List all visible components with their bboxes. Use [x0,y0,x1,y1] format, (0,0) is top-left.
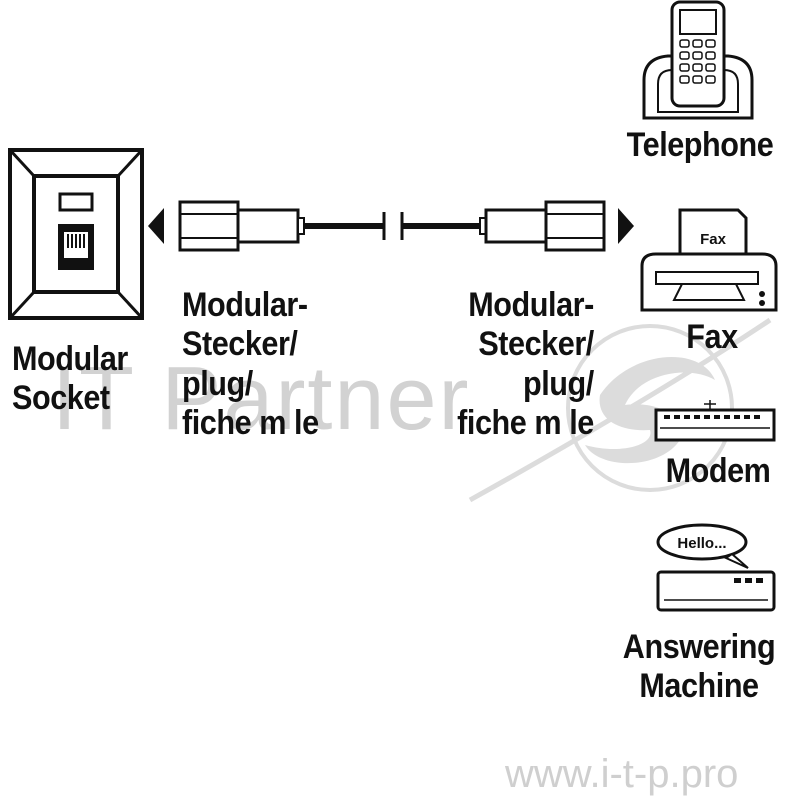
socket-label-line: Socket [12,379,110,418]
left-plug-label: Modular- Stecker/ plug/ fiche m le [182,286,319,444]
telephone-label: Telephone [626,126,774,164]
arrow-left-icon [148,208,164,244]
modem-label: Modem [665,452,771,490]
arrow-right-icon [618,208,634,244]
left-plug-label-line: Modular- [182,286,308,324]
answering-label-line: Machine [639,667,759,706]
fax-paper-label: Fax [700,231,727,248]
fax-icon: Fax [640,208,778,312]
right-plug-icon [479,200,606,252]
answering-machine-icon: Hello... [656,523,776,612]
cable-diagram [148,200,634,252]
left-plug-label-line: Stecker/ [182,325,298,364]
left-plug-label-line: plug/ [182,364,253,403]
modem-icon [654,400,776,442]
right-plug-label-line: fiche m le [457,404,594,443]
telephone-icon [642,0,754,120]
right-plug-label-line: Stecker/ [478,325,595,364]
socket-label-line: Modular [12,340,128,378]
speech-bubble-label: Hello... [677,535,726,552]
fax-label: Fax [686,318,738,356]
modular-socket-label: Modular Socket [12,340,128,419]
left-plug-icon [178,200,305,252]
right-plug-label-line: Modular- [468,286,594,324]
modular-socket-icon [8,148,144,320]
answering-label-line: Answering [622,628,776,666]
watermark-brand: IT Partner [52,349,471,449]
right-plug-label-line: plug/ [523,364,594,403]
left-plug-label-line: fiche m le [182,404,319,443]
answering-machine-label: Answering Machine [605,628,794,707]
watermark-site: www.i-t-p.pro [505,752,739,796]
right-plug-label: Modular- Stecker/ plug/ fiche m le [457,286,594,444]
